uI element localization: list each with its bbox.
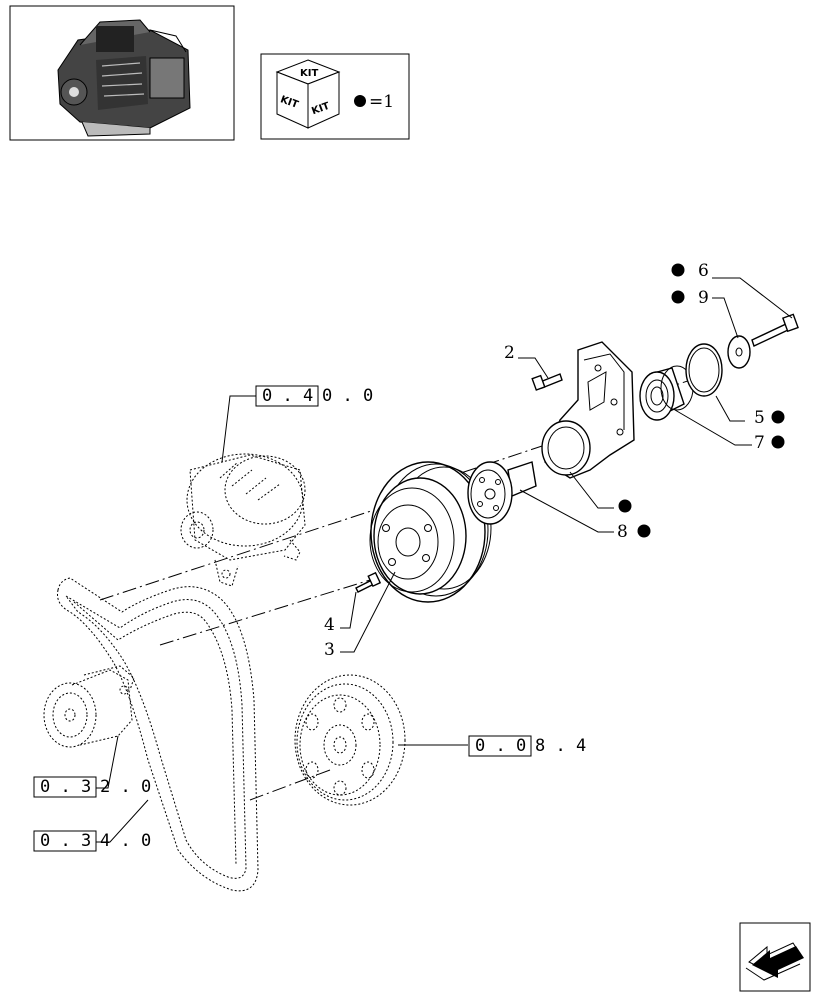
callout-9[interactable]: 9 bbox=[698, 288, 709, 308]
callout-5[interactable]: 5 bbox=[754, 408, 765, 428]
ref-tensioner-rest: 2 . 0 bbox=[100, 777, 151, 797]
kit-cube-icon: KIT KIT KIT bbox=[275, 59, 341, 129]
ref-alternator[interactable]: 0 . 4 0 . 0 bbox=[255, 385, 373, 407]
snap-ring-5 bbox=[685, 343, 723, 397]
screw-4 bbox=[355, 571, 382, 593]
callout-6[interactable]: 6 bbox=[698, 261, 709, 281]
part-callouts: 2 6 9 5 7 8 4 3 bbox=[324, 261, 765, 660]
ref-crankshaft[interactable]: 0 . 0 8 . 4 bbox=[468, 735, 586, 757]
washer-9 bbox=[727, 335, 751, 369]
ref-alternator-rest: 0 . 0 bbox=[322, 386, 373, 406]
fan-hub bbox=[467, 461, 537, 525]
screw-6 bbox=[751, 313, 799, 347]
callout-4[interactable]: 4 bbox=[324, 615, 335, 635]
kit-legend: KIT KIT KIT =1 bbox=[260, 53, 410, 140]
leader-lines bbox=[96, 277, 793, 843]
ref-tensioner[interactable]: 0 . 3 2 . 0 bbox=[33, 776, 151, 798]
engine-thumbnail[interactable] bbox=[9, 5, 235, 141]
poly-v-belt bbox=[57, 577, 259, 892]
bearing-7 bbox=[639, 365, 694, 421]
kit-top-text: KIT bbox=[300, 68, 318, 79]
screw-2 bbox=[531, 373, 563, 391]
ref-crankshaft-rest: 8 . 4 bbox=[535, 736, 586, 756]
callout-3[interactable]: 3 bbox=[324, 640, 335, 660]
ref-belt-rest: 4 . 0 bbox=[100, 831, 151, 851]
kit-equals-text: =1 bbox=[369, 92, 394, 112]
navigation-button[interactable] bbox=[739, 922, 811, 992]
callout-7[interactable]: 7 bbox=[754, 433, 765, 453]
engine-thumbnail-icon bbox=[57, 19, 191, 137]
fan-pulley bbox=[369, 461, 492, 603]
ref-alternator-boxed: 0 . 4 bbox=[262, 386, 313, 406]
crankshaft-pulley bbox=[294, 674, 406, 806]
kit-bullet-icon bbox=[354, 95, 366, 107]
belt-tensioner bbox=[43, 665, 135, 748]
callout-8[interactable]: 8 bbox=[617, 522, 628, 542]
ref-belt-boxed: 0 . 3 bbox=[40, 831, 91, 851]
ref-crankshaft-boxed: 0 . 0 bbox=[475, 736, 526, 756]
ref-belt[interactable]: 0 . 3 4 . 0 bbox=[33, 830, 151, 852]
kit-bullets bbox=[618, 263, 785, 538]
fan-support-bracket bbox=[541, 341, 635, 479]
alternator bbox=[180, 453, 306, 587]
ref-tensioner-boxed: 0 . 3 bbox=[40, 777, 91, 797]
navigation-arrow-icon bbox=[745, 942, 804, 981]
callout-2[interactable]: 2 bbox=[504, 343, 515, 363]
